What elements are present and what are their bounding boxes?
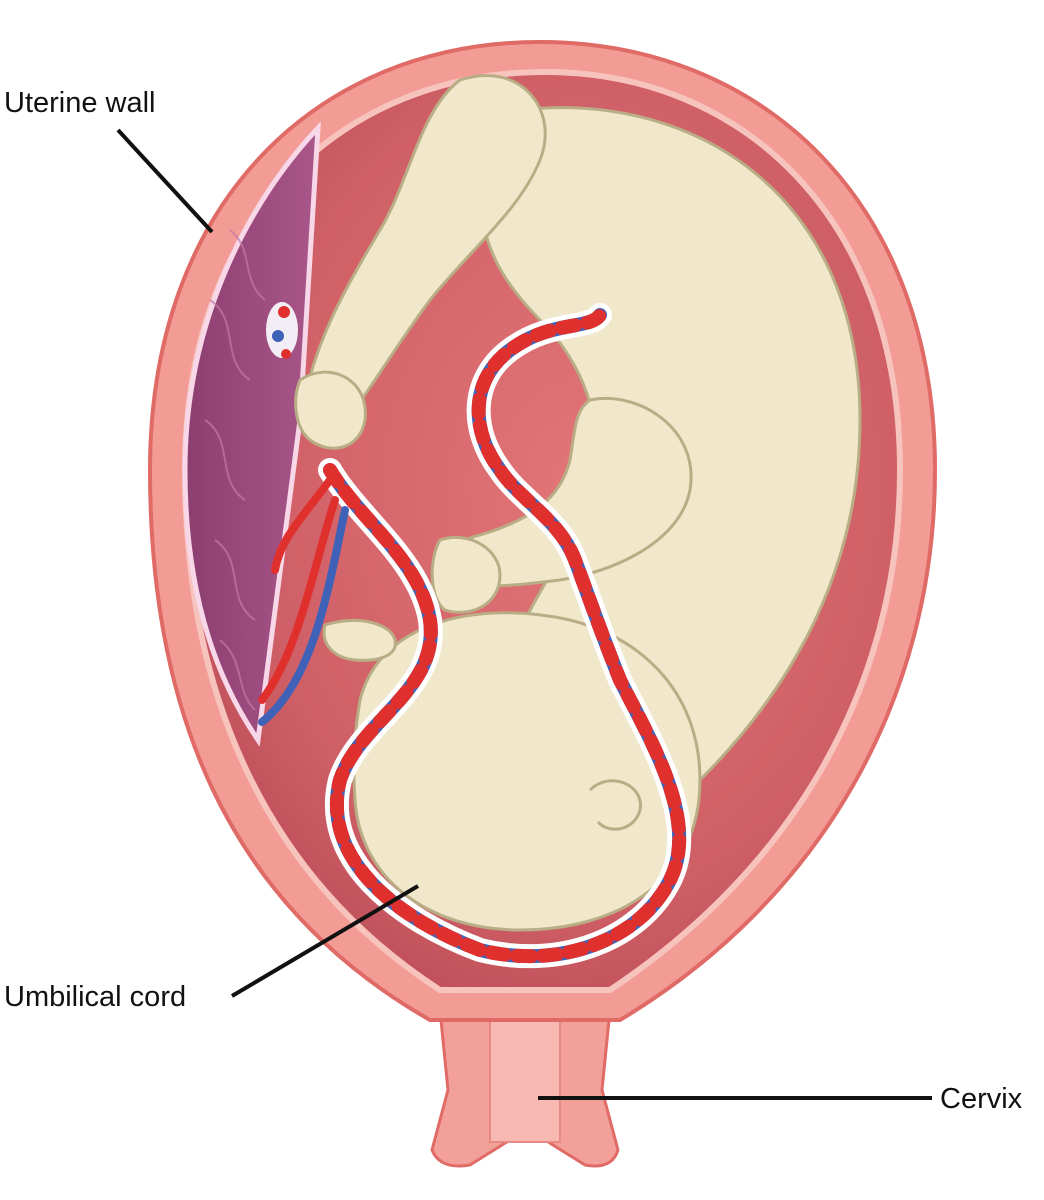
- fetus: [294, 74, 862, 932]
- label-cervix: Cervix: [940, 1083, 1023, 1115]
- label-uterine-wall: Uterine wall: [4, 87, 156, 119]
- label-umbilical-cord: Umbilical cord: [4, 981, 186, 1013]
- placenta: [182, 121, 321, 747]
- leader-lines: [116, 128, 932, 1100]
- cervix: [430, 1008, 620, 1168]
- leader-umbilical-cord: [230, 884, 420, 998]
- leader-uterine-wall: [116, 128, 214, 234]
- umbilical-cord: [258, 303, 692, 969]
